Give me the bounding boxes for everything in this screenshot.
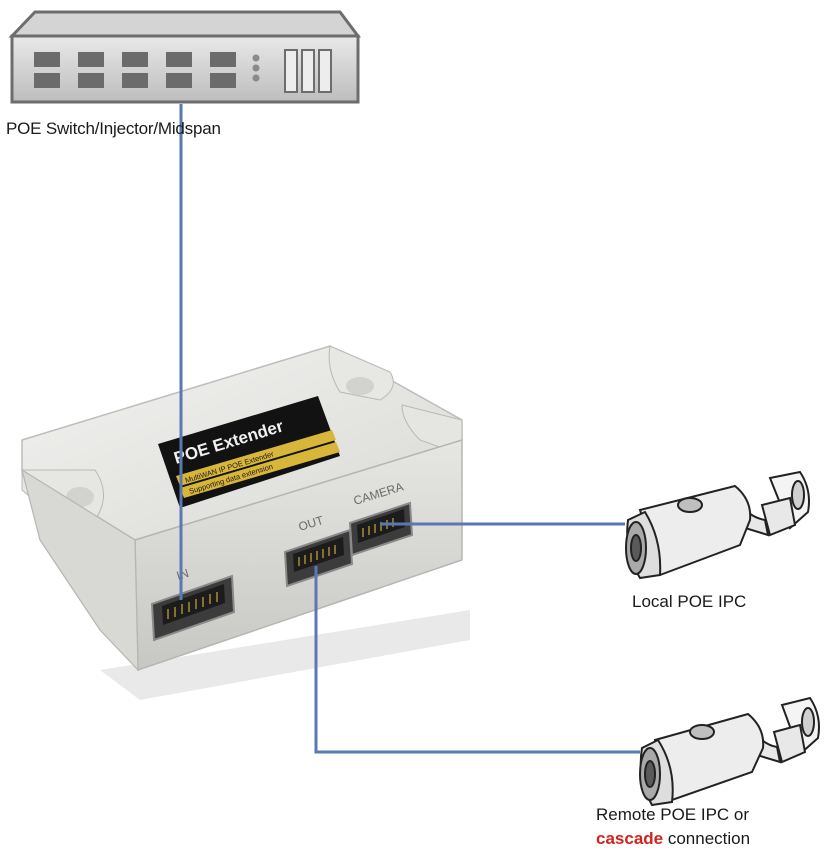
extender-label-plate: POE Extender MultiWAN IP POE Extender Su… — [158, 396, 340, 508]
port-in — [150, 574, 236, 642]
switch-label: POE Switch/Injector/Midspan — [6, 119, 221, 138]
remote-camera-label-line2: cascade connection — [596, 829, 750, 849]
cable-out-to-remote — [314, 566, 640, 754]
poe-switch-icon — [8, 10, 361, 104]
remote-camera-label-line1: Remote POE IPC or — [596, 805, 750, 824]
connection-word: connection — [663, 829, 751, 848]
local-camera-label: Local POE IPC — [632, 592, 747, 611]
cascade-word: cascade — [596, 829, 664, 848]
local-camera-icon — [625, 470, 810, 580]
poe-extender-device: POE Extender MultiWAN IP POE Extender Su… — [21, 345, 470, 700]
port-label-in: IN — [175, 566, 191, 583]
port-out — [283, 528, 354, 588]
remote-camera-icon — [639, 696, 820, 807]
cables — [179, 104, 640, 754]
